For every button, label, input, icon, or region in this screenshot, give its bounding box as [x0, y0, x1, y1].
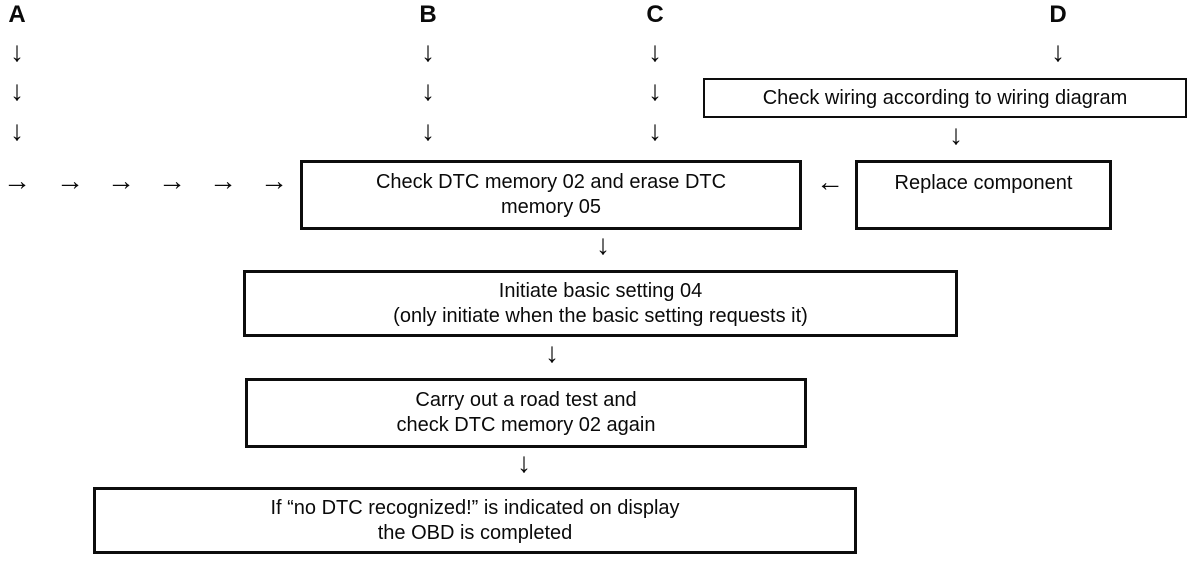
- step-text: the OBD is completed: [377, 521, 573, 544]
- step-box-replace-component: Replace component: [855, 160, 1112, 230]
- step-text: Check wiring according to wiring diagram: [762, 86, 1128, 109]
- down-arrow-icon: ↓: [10, 36, 24, 67]
- step-text: Check DTC memory 02 and erase DTC: [375, 171, 727, 193]
- down-arrow-icon: ↓: [10, 115, 24, 146]
- right-arrow-icon: →: [107, 165, 135, 196]
- step-text: Initiate basic setting 04: [498, 279, 703, 302]
- step-text: Replace component: [894, 172, 1073, 194]
- right-arrow-icon: →: [158, 165, 186, 196]
- step-box-check-dtc-memory: Check DTC memory 02 and erase DTC memory…: [300, 160, 802, 230]
- right-arrow-icon: →: [260, 165, 288, 196]
- down-arrow-icon: ↓: [648, 75, 662, 106]
- step-box-check-wiring: Check wiring according to wiring diagram: [703, 78, 1187, 118]
- down-arrow-icon: ↓: [1051, 36, 1065, 67]
- left-arrow-icon: ←: [816, 166, 844, 197]
- step-box-road-test: Carry out a road test and check DTC memo…: [245, 378, 807, 448]
- down-arrow-icon: ↓: [517, 447, 531, 478]
- down-arrow-icon: ↓: [10, 75, 24, 106]
- step-text: memory 05: [500, 196, 602, 218]
- column-label-a: A: [8, 1, 26, 28]
- down-arrow-icon: ↓: [648, 115, 662, 146]
- step-text: (only initiate when the basic setting re…: [393, 304, 808, 327]
- down-arrow-icon: ↓: [421, 75, 435, 106]
- down-arrow-icon: ↓: [421, 36, 435, 67]
- step-box-initiate-basic-setting: Initiate basic setting 04 (only initiate…: [243, 270, 958, 337]
- right-arrow-icon: →: [3, 165, 31, 196]
- right-arrow-icon: →: [56, 165, 84, 196]
- down-arrow-icon: ↓: [545, 337, 559, 368]
- step-box-obd-completed: If “no DTC recognized!” is indicated on …: [93, 487, 857, 554]
- down-arrow-icon: ↓: [421, 115, 435, 146]
- column-label-d: D: [1049, 1, 1067, 28]
- step-text: Carry out a road test and: [415, 389, 637, 411]
- column-label-c: C: [646, 1, 664, 28]
- step-text: check DTC memory 02 again: [396, 414, 656, 436]
- down-arrow-icon: ↓: [648, 36, 662, 67]
- step-text: If “no DTC recognized!” is indicated on …: [270, 496, 680, 519]
- column-label-b: B: [419, 1, 437, 28]
- down-arrow-icon: ↓: [949, 119, 963, 150]
- down-arrow-icon: ↓: [596, 229, 610, 260]
- right-arrow-icon: →: [209, 165, 237, 196]
